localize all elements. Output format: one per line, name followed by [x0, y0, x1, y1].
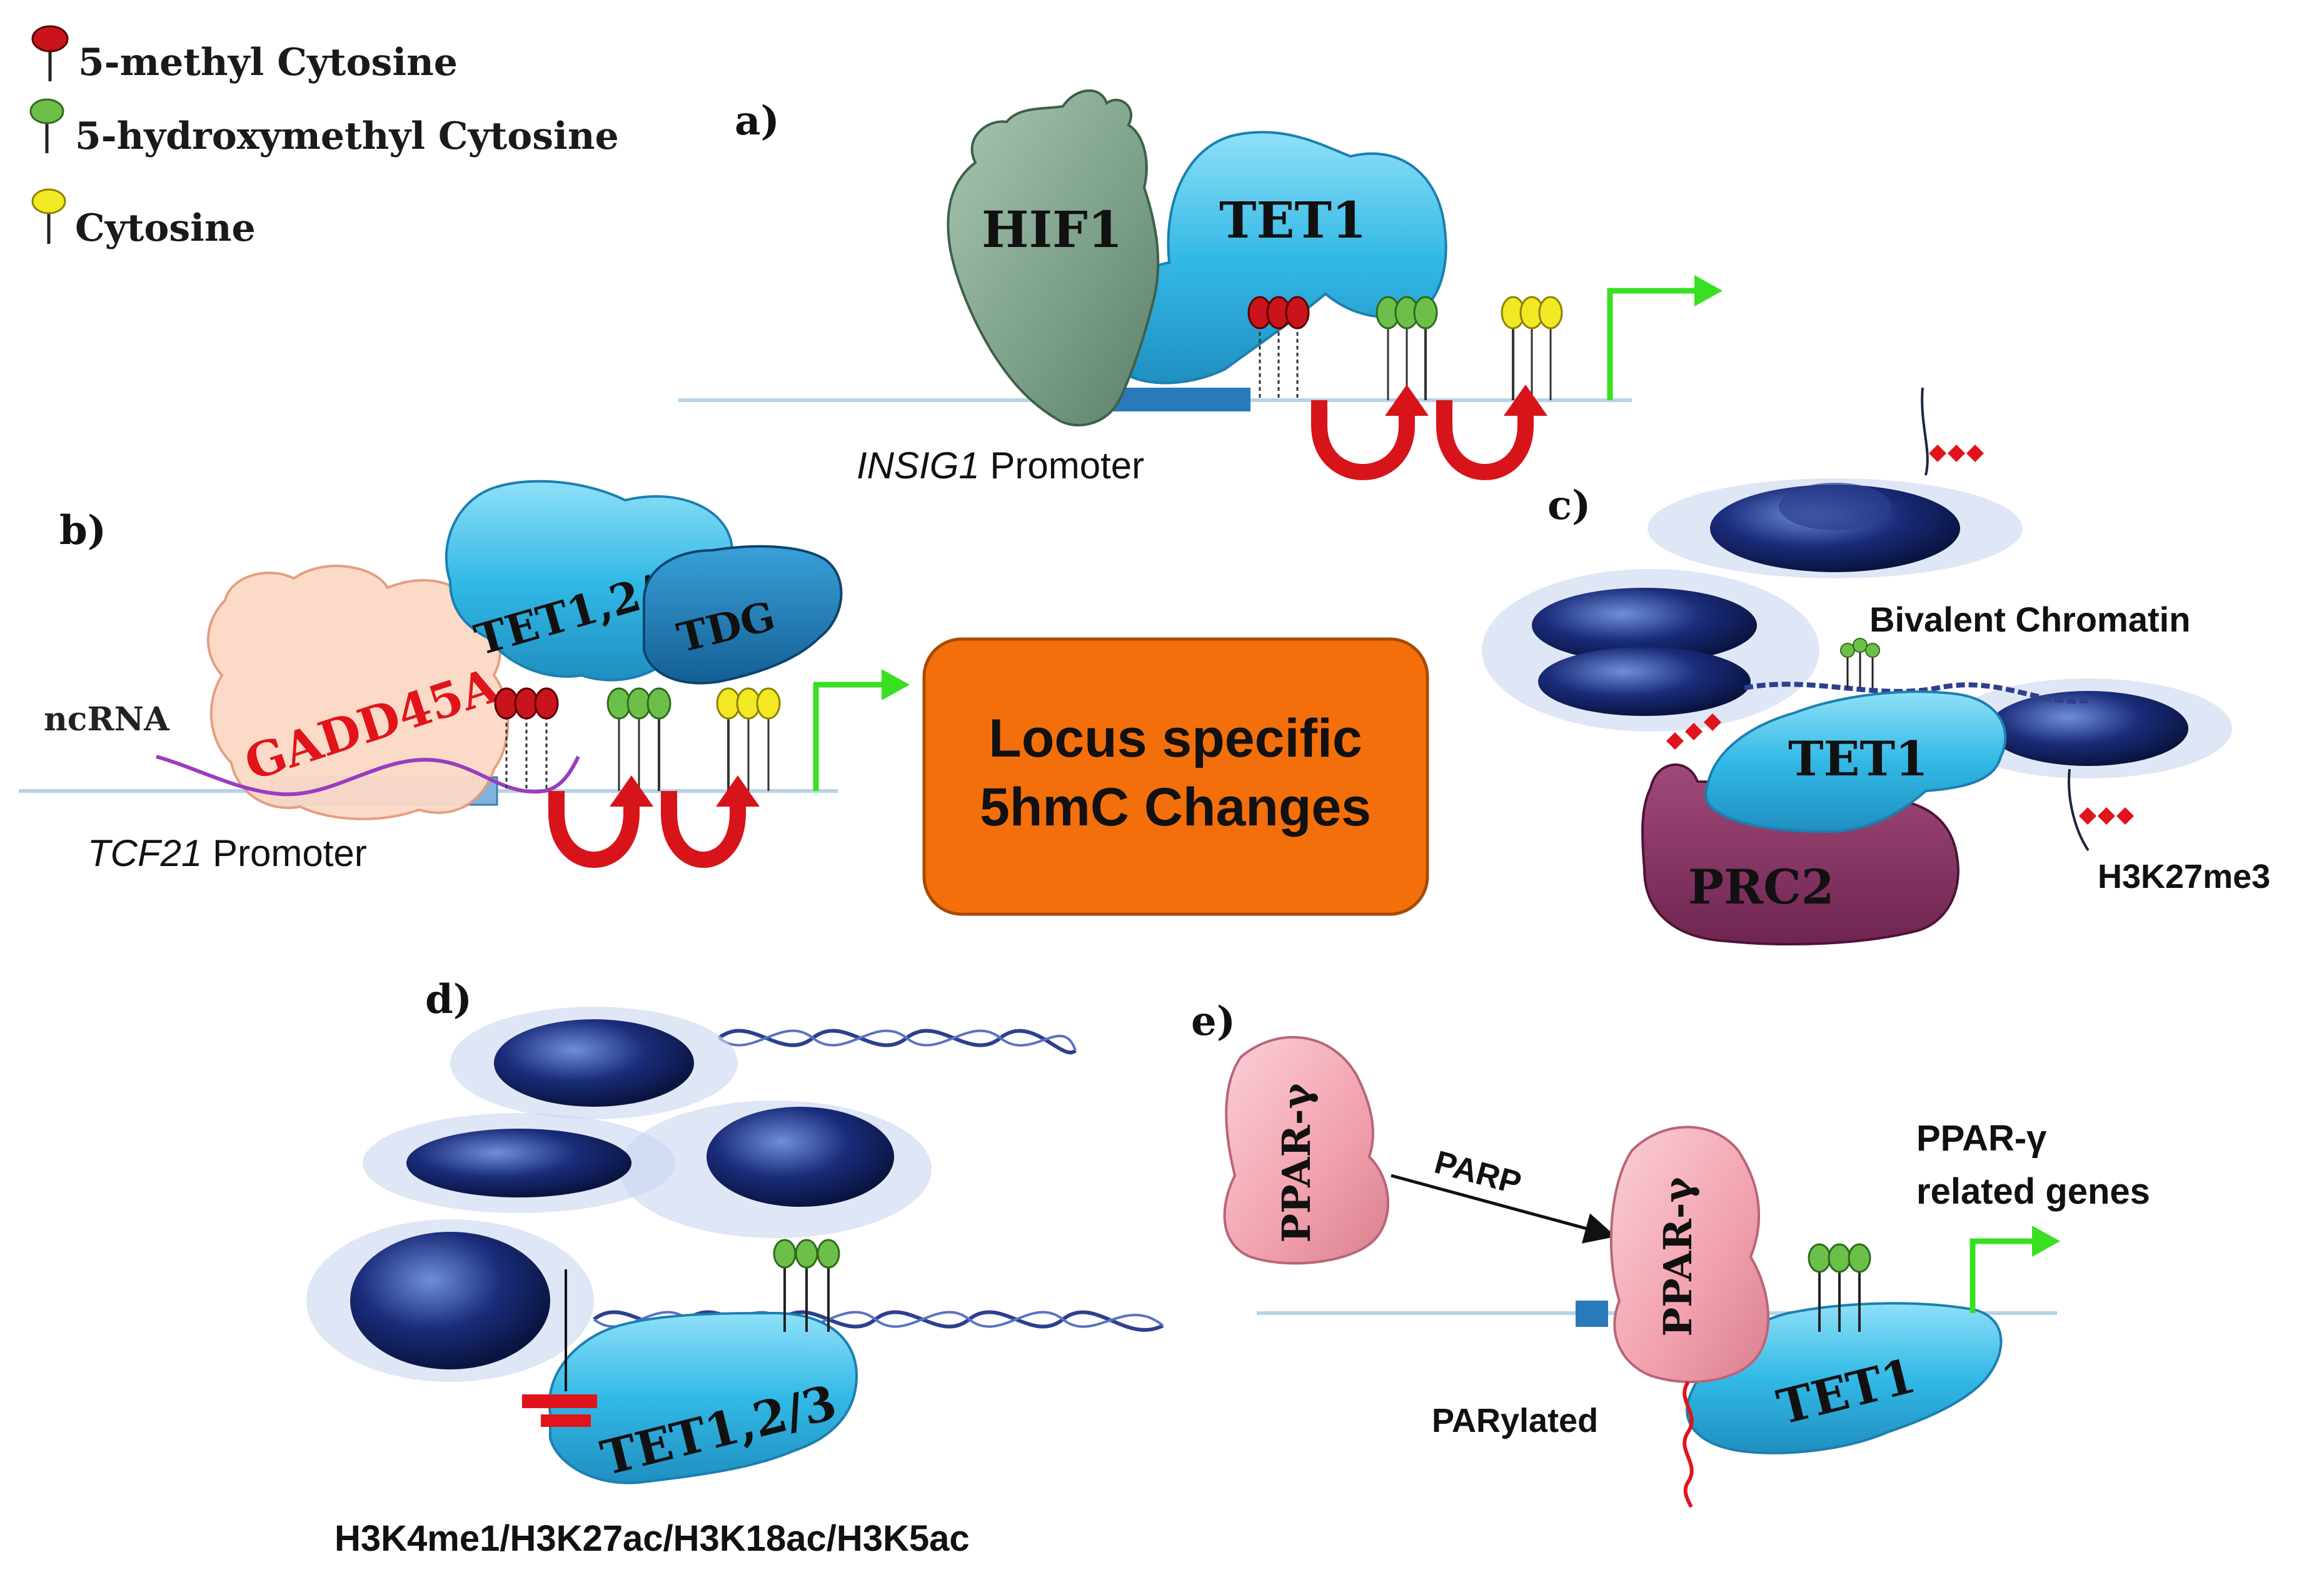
panel-d-nucleosome-1 — [450, 1007, 738, 1119]
panel-c-tet1-protein — [1704, 690, 2007, 834]
panel-a-tet1-label: TET1 — [1219, 191, 1367, 249]
panel-e-ppar-free-protein — [1223, 1035, 1389, 1265]
panel-b-conversion-arrow-2 — [661, 775, 760, 868]
panel-d-marks-label: H3K4me1/H3K27ac/H3K18ac/H3K5ac — [335, 1518, 970, 1559]
panel-e-label: e) — [1191, 998, 1235, 1045]
panel-d-histone-mark-icon — [522, 1394, 597, 1427]
panel-d-dna-helix-top-strand2 — [718, 1029, 1077, 1051]
panel-a-5mc-pins — [1247, 296, 1310, 400]
panel-a-promoter-word: Promoter — [980, 445, 1144, 486]
panel-a-tet1-protein — [1112, 131, 1447, 385]
panel-b-5hmc-pins — [606, 687, 672, 791]
panel-e-par-chain — [1683, 1381, 1694, 1508]
panel-d: d) TET1,2/3 — [306, 976, 1164, 1559]
panel-e-ppar-free-label: PPAR-γ — [1274, 1082, 1319, 1242]
panel-d-nucleosome-4 — [306, 1219, 594, 1382]
panel-a-cytosine-pins — [1501, 296, 1563, 400]
panel-a-conversion-arrow-2 — [1436, 385, 1547, 480]
panel-c-histone-tail-right — [2068, 768, 2090, 852]
panel-c-histone-tail-top — [1921, 387, 1929, 476]
panel-c-dna-linker — [1744, 682, 2089, 704]
legend-5hmc-label: 5-hydroxymethyl Cytosine — [75, 114, 619, 158]
panel-e-parylated-label: PARylated — [1432, 1402, 1598, 1439]
panel-c-tet1-label: TET1 — [1788, 731, 1928, 787]
panel-d-nucleosome-3 — [363, 1113, 675, 1213]
panel-e-promoter-box — [1576, 1301, 1608, 1327]
panel-e-ppar-bound-protein — [1609, 1126, 1770, 1383]
panel-b-transcription-arrow — [813, 669, 910, 791]
legend-5mc-pin-icon — [31, 25, 69, 81]
locus-box-line1: Locus specific — [988, 708, 1362, 768]
panel-a-conversion-arrow-1 — [1311, 385, 1429, 480]
panel-c-h3k27me3-marks-right — [2079, 807, 2134, 825]
panel-d-5hmc-pins — [773, 1239, 840, 1332]
panel-a-5hmc-pins — [1376, 296, 1438, 400]
panel-a-promoter-label: INSIG1 Promoter — [857, 445, 1144, 486]
legend-cytosine-label: Cytosine — [75, 206, 256, 250]
panel-a-promoter-gene: INSIG1 — [857, 445, 980, 486]
panel-e-genes-line1: PPAR-γ — [1916, 1118, 2047, 1159]
panel-c-nucleosome-top — [1647, 478, 2023, 578]
panel-a-transcription-arrow — [1607, 275, 1723, 400]
panel-e-transcription-arrow — [1969, 1226, 2060, 1313]
panel-e-ppar-bound-label: PPAR-γ — [1655, 1176, 1701, 1336]
panel-c-bivalent-label: Bivalent Chromatin — [1869, 600, 2190, 639]
panel-c-h3k27me3-marks-top — [1929, 445, 1984, 462]
panel-c-h3k27me3-marks-left — [1666, 713, 1721, 750]
panel-c-nucleosome-right — [1944, 678, 2232, 778]
panel-b-conversion-arrow-1 — [548, 775, 653, 868]
panel-d-label: d) — [425, 976, 472, 1023]
panel-c-prc2-label: PRC2 — [1688, 859, 1834, 915]
panel-b-tdg-protein — [643, 545, 843, 685]
panel-b-ncrna-strand — [156, 755, 580, 797]
panel-a-hif1-protein — [947, 89, 1160, 426]
legend-5hmc-pin-icon — [29, 98, 64, 153]
panel-a-hif1-label: HIF1 — [982, 200, 1122, 259]
panel-d-dna-helix-top — [718, 1029, 1077, 1055]
panel-c-nucleosome-left — [1482, 569, 1819, 732]
panel-b: b) GADD45A ncRNA TET1,2/3 TDG — [19, 480, 910, 874]
panel-b-cytosine-pins — [716, 687, 781, 791]
panel-c-h3k27me3-label: H3K27me3 — [2098, 858, 2270, 895]
panel-e-parp-label: PARP — [1431, 1144, 1525, 1202]
locus-specific-box: Locus specific 5hmC Changes — [922, 637, 1429, 916]
panel-b-promoter-gene: TCF21 — [88, 832, 202, 874]
panel-b-promoter-word: Promoter — [202, 832, 366, 874]
panel-b-promoter-label: TCF21 Promoter — [88, 832, 367, 874]
panel-b-label: b) — [59, 507, 106, 554]
panel-b-5mc-pins — [494, 687, 559, 791]
panel-e-genes-line2: related genes — [1916, 1171, 2150, 1212]
legend: 5-methyl Cytosine 5-hydroxymethyl Cytosi… — [29, 25, 619, 250]
panel-d-tet-protein — [548, 1311, 858, 1484]
panel-d-nucleosome-2 — [619, 1101, 932, 1238]
panel-e-5hmc-pins — [1808, 1243, 1871, 1332]
panel-c: c) — [1482, 387, 2270, 945]
panel-c-5hmc-pins — [1840, 638, 1880, 688]
legend-5mc-label: 5-methyl Cytosine — [78, 41, 458, 84]
locus-box-line2: 5hmC Changes — [980, 777, 1371, 837]
legend-cytosine-pin-icon — [31, 188, 66, 244]
panel-b-gadd45a-protein — [206, 565, 510, 820]
panel-c-label: c) — [1547, 482, 1591, 529]
panel-e-parp-arrow — [1391, 1174, 1616, 1244]
panel-e: e) PPAR-γ PARP TET1 PPAR-γ PARylated — [1191, 998, 2150, 1508]
panel-a: a) TET1 HIF1 — [678, 89, 1723, 486]
panel-a-label: a) — [735, 98, 780, 144]
panel-b-ncrna-label: ncRNA — [44, 700, 169, 738]
